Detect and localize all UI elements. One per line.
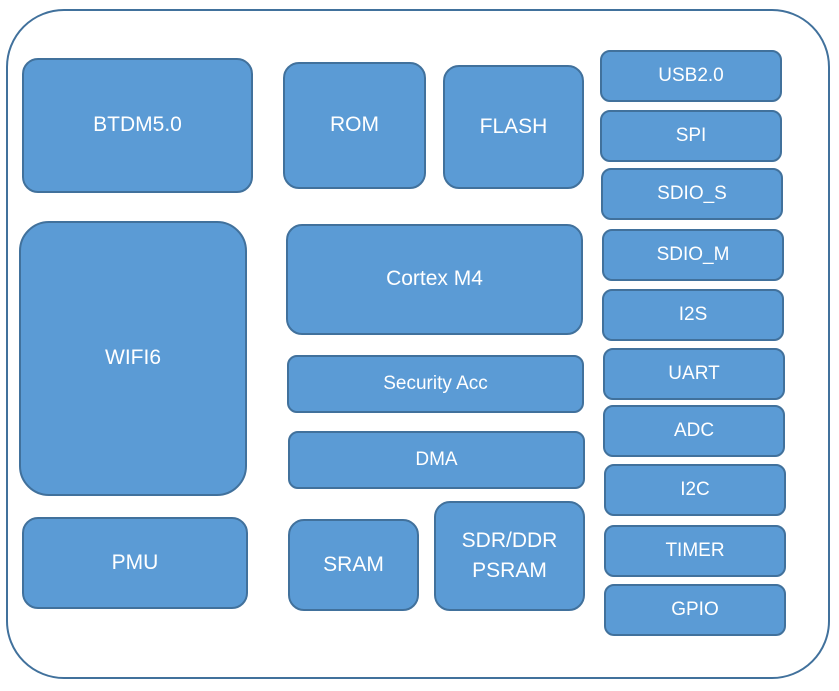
- i2s-block: I2S: [602, 289, 784, 341]
- usb-block: USB2.0: [600, 50, 782, 102]
- pmu-block: PMU: [22, 517, 248, 609]
- spi-block: SPI: [600, 110, 782, 162]
- cortex-m4-block: Cortex M4: [286, 224, 583, 335]
- sdio-m-block: SDIO_M: [602, 229, 784, 281]
- uart-block: UART: [603, 348, 785, 400]
- gpio-block: GPIO: [604, 584, 786, 636]
- i2c-block: I2C: [604, 464, 786, 516]
- sdio-s-block: SDIO_S: [601, 168, 783, 220]
- flash-block: FLASH: [443, 65, 584, 189]
- psram-label: PSRAM: [472, 559, 547, 582]
- dma-block: DMA: [288, 431, 585, 489]
- sdr-ddr-label: SDR/DDR: [461, 528, 558, 552]
- rom-block: ROM: [283, 62, 426, 189]
- wifi-block: WIFI6: [19, 221, 247, 496]
- sdr-psram-block: SDR/DDR PSRAM: [434, 501, 585, 611]
- sram-block: SRAM: [288, 519, 419, 611]
- security-acc-block: Security Acc: [287, 355, 584, 413]
- timer-block: TIMER: [604, 525, 786, 577]
- btdm-block: BTDM5.0: [22, 58, 253, 193]
- adc-block: ADC: [603, 405, 785, 457]
